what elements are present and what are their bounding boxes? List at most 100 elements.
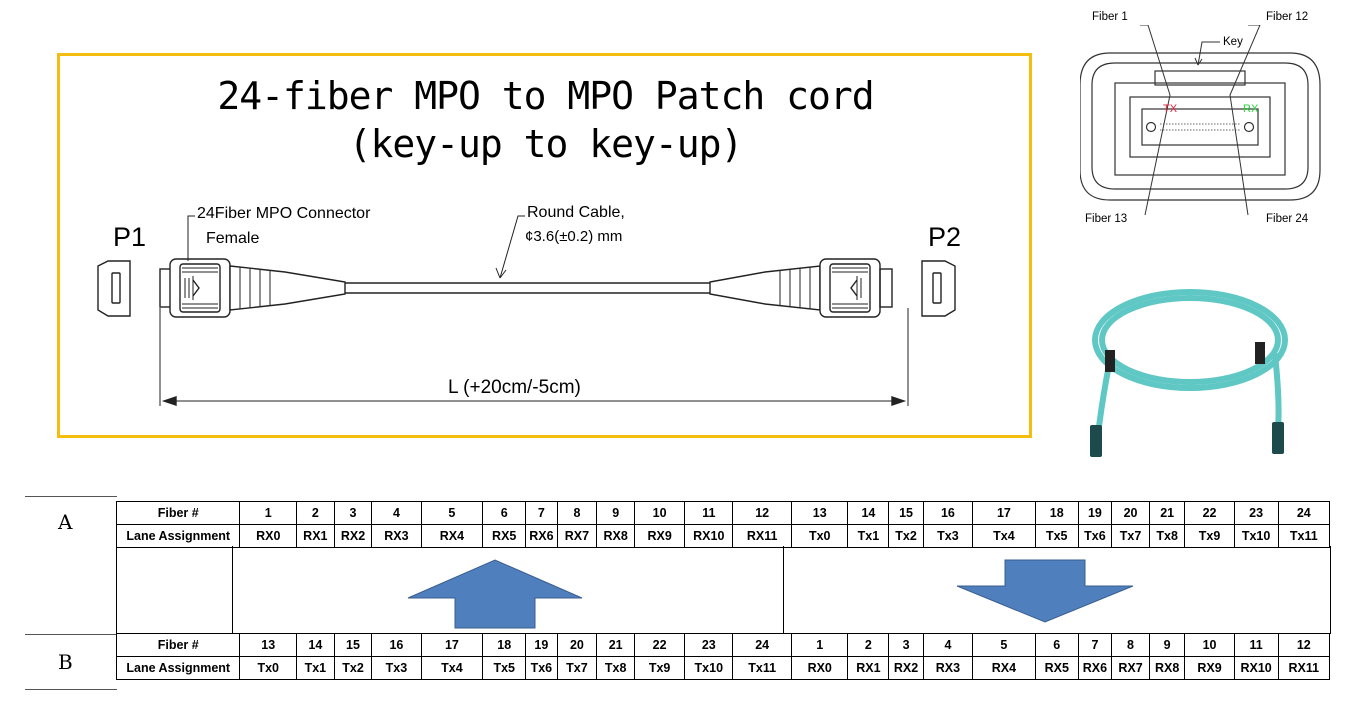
fiber-cell: 17 (420, 633, 484, 657)
arrow-section (116, 546, 1331, 634)
fiber-cell: 24 (1277, 501, 1331, 525)
lane-cell: RX5 (1034, 656, 1079, 680)
p2-label: P2 (928, 222, 962, 252)
fiber-cell: 10 (1184, 633, 1235, 657)
fiber-header: Fiber # (115, 501, 241, 525)
fiber-cell: 18 (1034, 501, 1079, 525)
fiber-cell: 15 (888, 501, 924, 525)
fiber-cell: 12 (732, 501, 792, 525)
connector-label-female: Female (206, 230, 260, 247)
lane-cell: RX7 (1111, 656, 1150, 680)
lane-cell: RX4 (420, 524, 484, 548)
patch-cord-photo (1090, 289, 1288, 457)
rx-label: RX (1243, 103, 1259, 115)
lane-cell: RX4 (972, 656, 1036, 680)
fiber13-label: Fiber 13 (1085, 213, 1128, 225)
patch-cord-drawing (97, 215, 956, 406)
fiber-cell: 11 (1233, 633, 1279, 657)
cable-diameter-label: ¢3.6(±0.2) mm (525, 228, 623, 245)
row-line (25, 496, 117, 497)
lane-cell: Tx3 (922, 524, 974, 548)
fiber-cell: 4 (371, 501, 422, 525)
fiber-cell: 3 (333, 501, 373, 525)
fiber-cell: 20 (1111, 501, 1150, 525)
lane-cell: RX1 (847, 656, 890, 680)
fiber-cell: 15 (333, 633, 373, 657)
fiber-cell: 21 (1148, 501, 1186, 525)
lane-cell: Tx8 (596, 656, 635, 680)
fiber-cell: 7 (1077, 633, 1113, 657)
lane-cell: Tx8 (1148, 524, 1186, 548)
divider (783, 546, 784, 633)
lane-cell: Tx4 (972, 524, 1036, 548)
lane-cell: RX0 (239, 524, 297, 548)
lane-header: Lane Assignment (115, 524, 241, 548)
lane-cell: Tx3 (371, 656, 422, 680)
fiber-cell: 6 (1034, 633, 1079, 657)
fiber-cell: 19 (525, 633, 558, 657)
lane-cell: Tx6 (1077, 524, 1113, 548)
fiber-cell: 23 (1233, 501, 1279, 525)
lane-cell: Tx7 (556, 656, 598, 680)
lane-cell: Tx0 (790, 524, 849, 548)
fiber-cell: 22 (1184, 501, 1235, 525)
fiber-cell: 13 (239, 633, 297, 657)
fiber-cell: 1 (790, 633, 849, 657)
lane-cell: RX2 (888, 656, 924, 680)
lane-cell: RX9 (633, 524, 686, 548)
lane-cell: RX9 (1184, 656, 1235, 680)
fiber-cell: 5 (420, 501, 484, 525)
drawing-title-line2: (key-up to key-up) (348, 122, 744, 166)
lane-cell: Tx11 (732, 656, 792, 680)
fiber-cell: 9 (1148, 633, 1186, 657)
lane-cell: Tx9 (1184, 524, 1235, 548)
lane-cell: RX11 (1277, 656, 1331, 680)
fiber-cell: 23 (684, 633, 734, 657)
fiber-cell: 4 (922, 633, 974, 657)
lane-cell: Tx1 (847, 524, 890, 548)
fiber-cell: 6 (482, 501, 527, 525)
lane-cell: RX10 (684, 524, 734, 548)
fiber-cell: 14 (847, 501, 890, 525)
lane-cell: RX8 (1148, 656, 1186, 680)
fiber-cell: 5 (972, 633, 1036, 657)
lane-cell: Tx4 (420, 656, 484, 680)
tx-label: TX (1163, 103, 1178, 115)
fiber-cell: 8 (556, 501, 598, 525)
lane-cell: RX0 (790, 656, 849, 680)
connector-face-diagram (1080, 25, 1321, 216)
lane-cell: RX8 (596, 524, 635, 548)
fiber-cell: 16 (922, 501, 974, 525)
fiber-header: Fiber # (115, 633, 241, 657)
p1-label: P1 (113, 222, 147, 252)
fiber-cell: 11 (684, 501, 734, 525)
lane-cell: Tx5 (482, 656, 527, 680)
lane-cell: Tx5 (1034, 524, 1079, 548)
fiber-cell: 24 (732, 633, 792, 657)
lane-cell: Tx9 (633, 656, 686, 680)
down-arrow-icon (956, 559, 1134, 623)
fiber24-label: Fiber 24 (1266, 213, 1309, 225)
fiber-cell: 1 (239, 501, 297, 525)
fiber-cell: 10 (633, 501, 686, 525)
lane-cell: RX10 (1233, 656, 1279, 680)
row-line (25, 689, 117, 690)
length-label: L (+20cm/-5cm) (448, 377, 581, 398)
lane-cell: RX6 (1077, 656, 1113, 680)
lane-cell: Tx11 (1277, 524, 1331, 548)
row-line (25, 634, 117, 635)
fiber-cell: 14 (296, 633, 335, 657)
fiber-cell: 9 (596, 501, 635, 525)
lane-cell: Tx10 (1233, 524, 1279, 548)
divider (232, 546, 233, 633)
lane-cell: Tx6 (525, 656, 558, 680)
lane-cell: RX3 (922, 656, 974, 680)
fiber12-label: Fiber 12 (1266, 11, 1309, 23)
lane-cell: Tx1 (296, 656, 335, 680)
lane-cell: RX2 (333, 524, 373, 548)
